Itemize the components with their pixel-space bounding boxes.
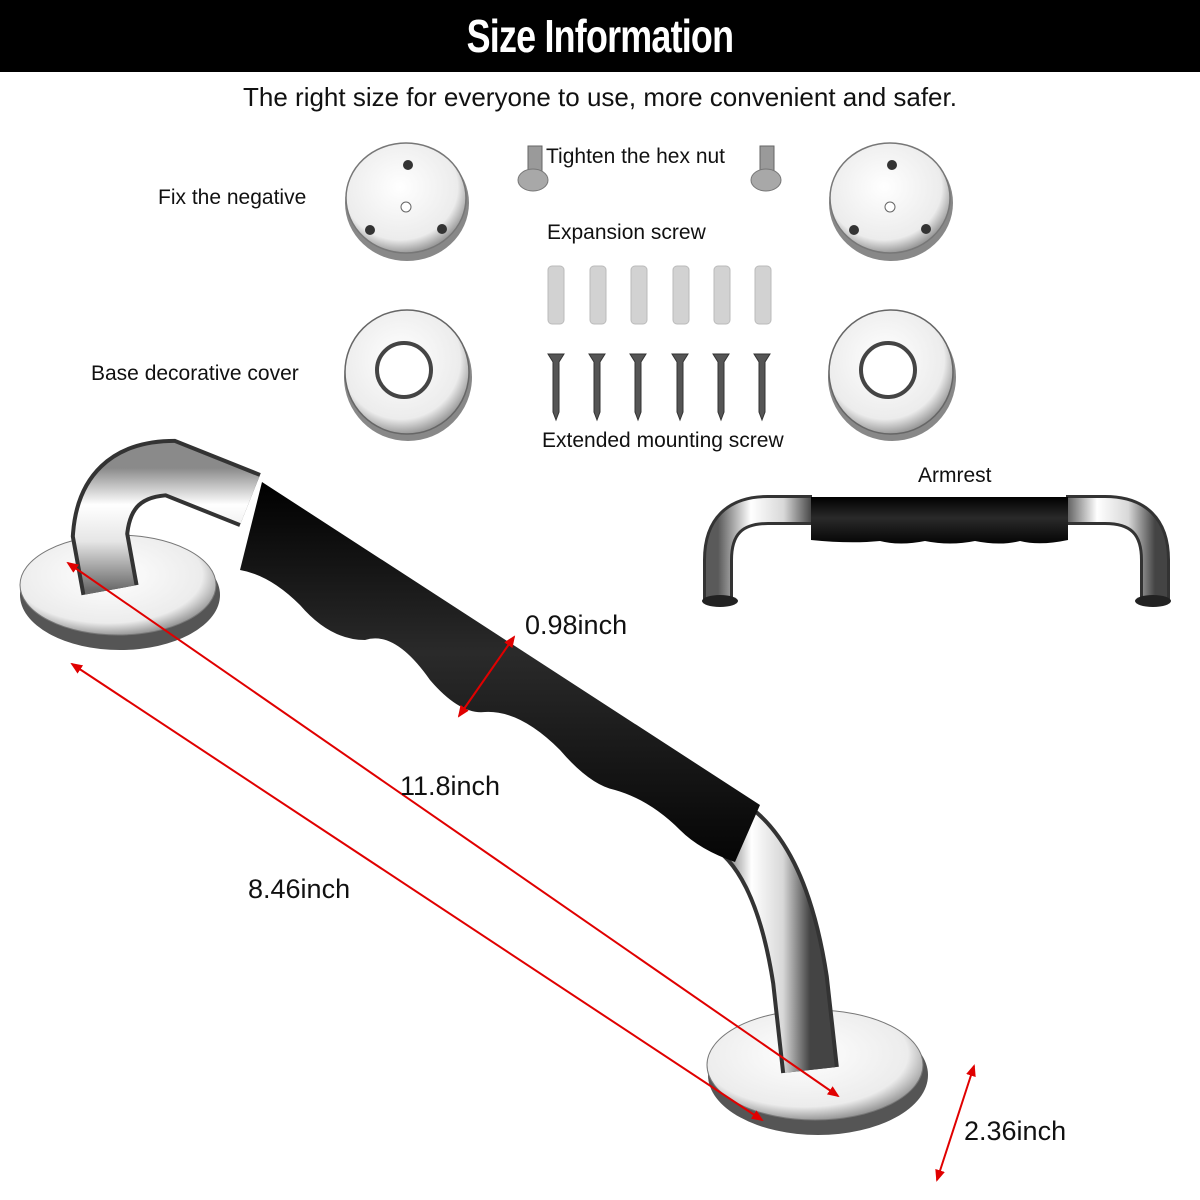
mounting-screws xyxy=(547,353,771,422)
decorative-cover-left xyxy=(344,309,472,441)
dimension-base-diameter: 2.36inch xyxy=(964,1116,1067,1146)
label-base-decorative-cover: Base decorative cover xyxy=(91,362,299,385)
label-expansion-screw: Expansion screw xyxy=(547,221,706,244)
decorative-cover-right xyxy=(828,309,956,441)
page-title: Size Information xyxy=(466,10,734,62)
dimension-total-length: 11.8inch xyxy=(400,771,501,801)
hex-bolt-left xyxy=(517,145,549,192)
subtitle: The right size for everyone to use, more… xyxy=(243,82,957,112)
title-banner: Size Information xyxy=(0,0,1200,72)
hex-bolt-right xyxy=(750,145,782,192)
armrest-preview xyxy=(702,495,1171,607)
label-armrest: Armrest xyxy=(918,464,992,487)
label-mounting-screw: Extended mounting screw xyxy=(542,429,784,452)
dimension-grip-diameter: 0.98inch xyxy=(525,610,628,640)
mounting-plate-left xyxy=(345,142,469,261)
label-hex-nut: Tighten the hex nut xyxy=(546,145,726,168)
label-fix-negative: Fix the negative xyxy=(158,186,307,209)
dimension-arrows xyxy=(66,561,976,1182)
expansion-anchors xyxy=(547,265,772,325)
mounting-plate-right xyxy=(829,142,953,261)
dimension-grip-length: 8.46inch xyxy=(248,874,351,904)
